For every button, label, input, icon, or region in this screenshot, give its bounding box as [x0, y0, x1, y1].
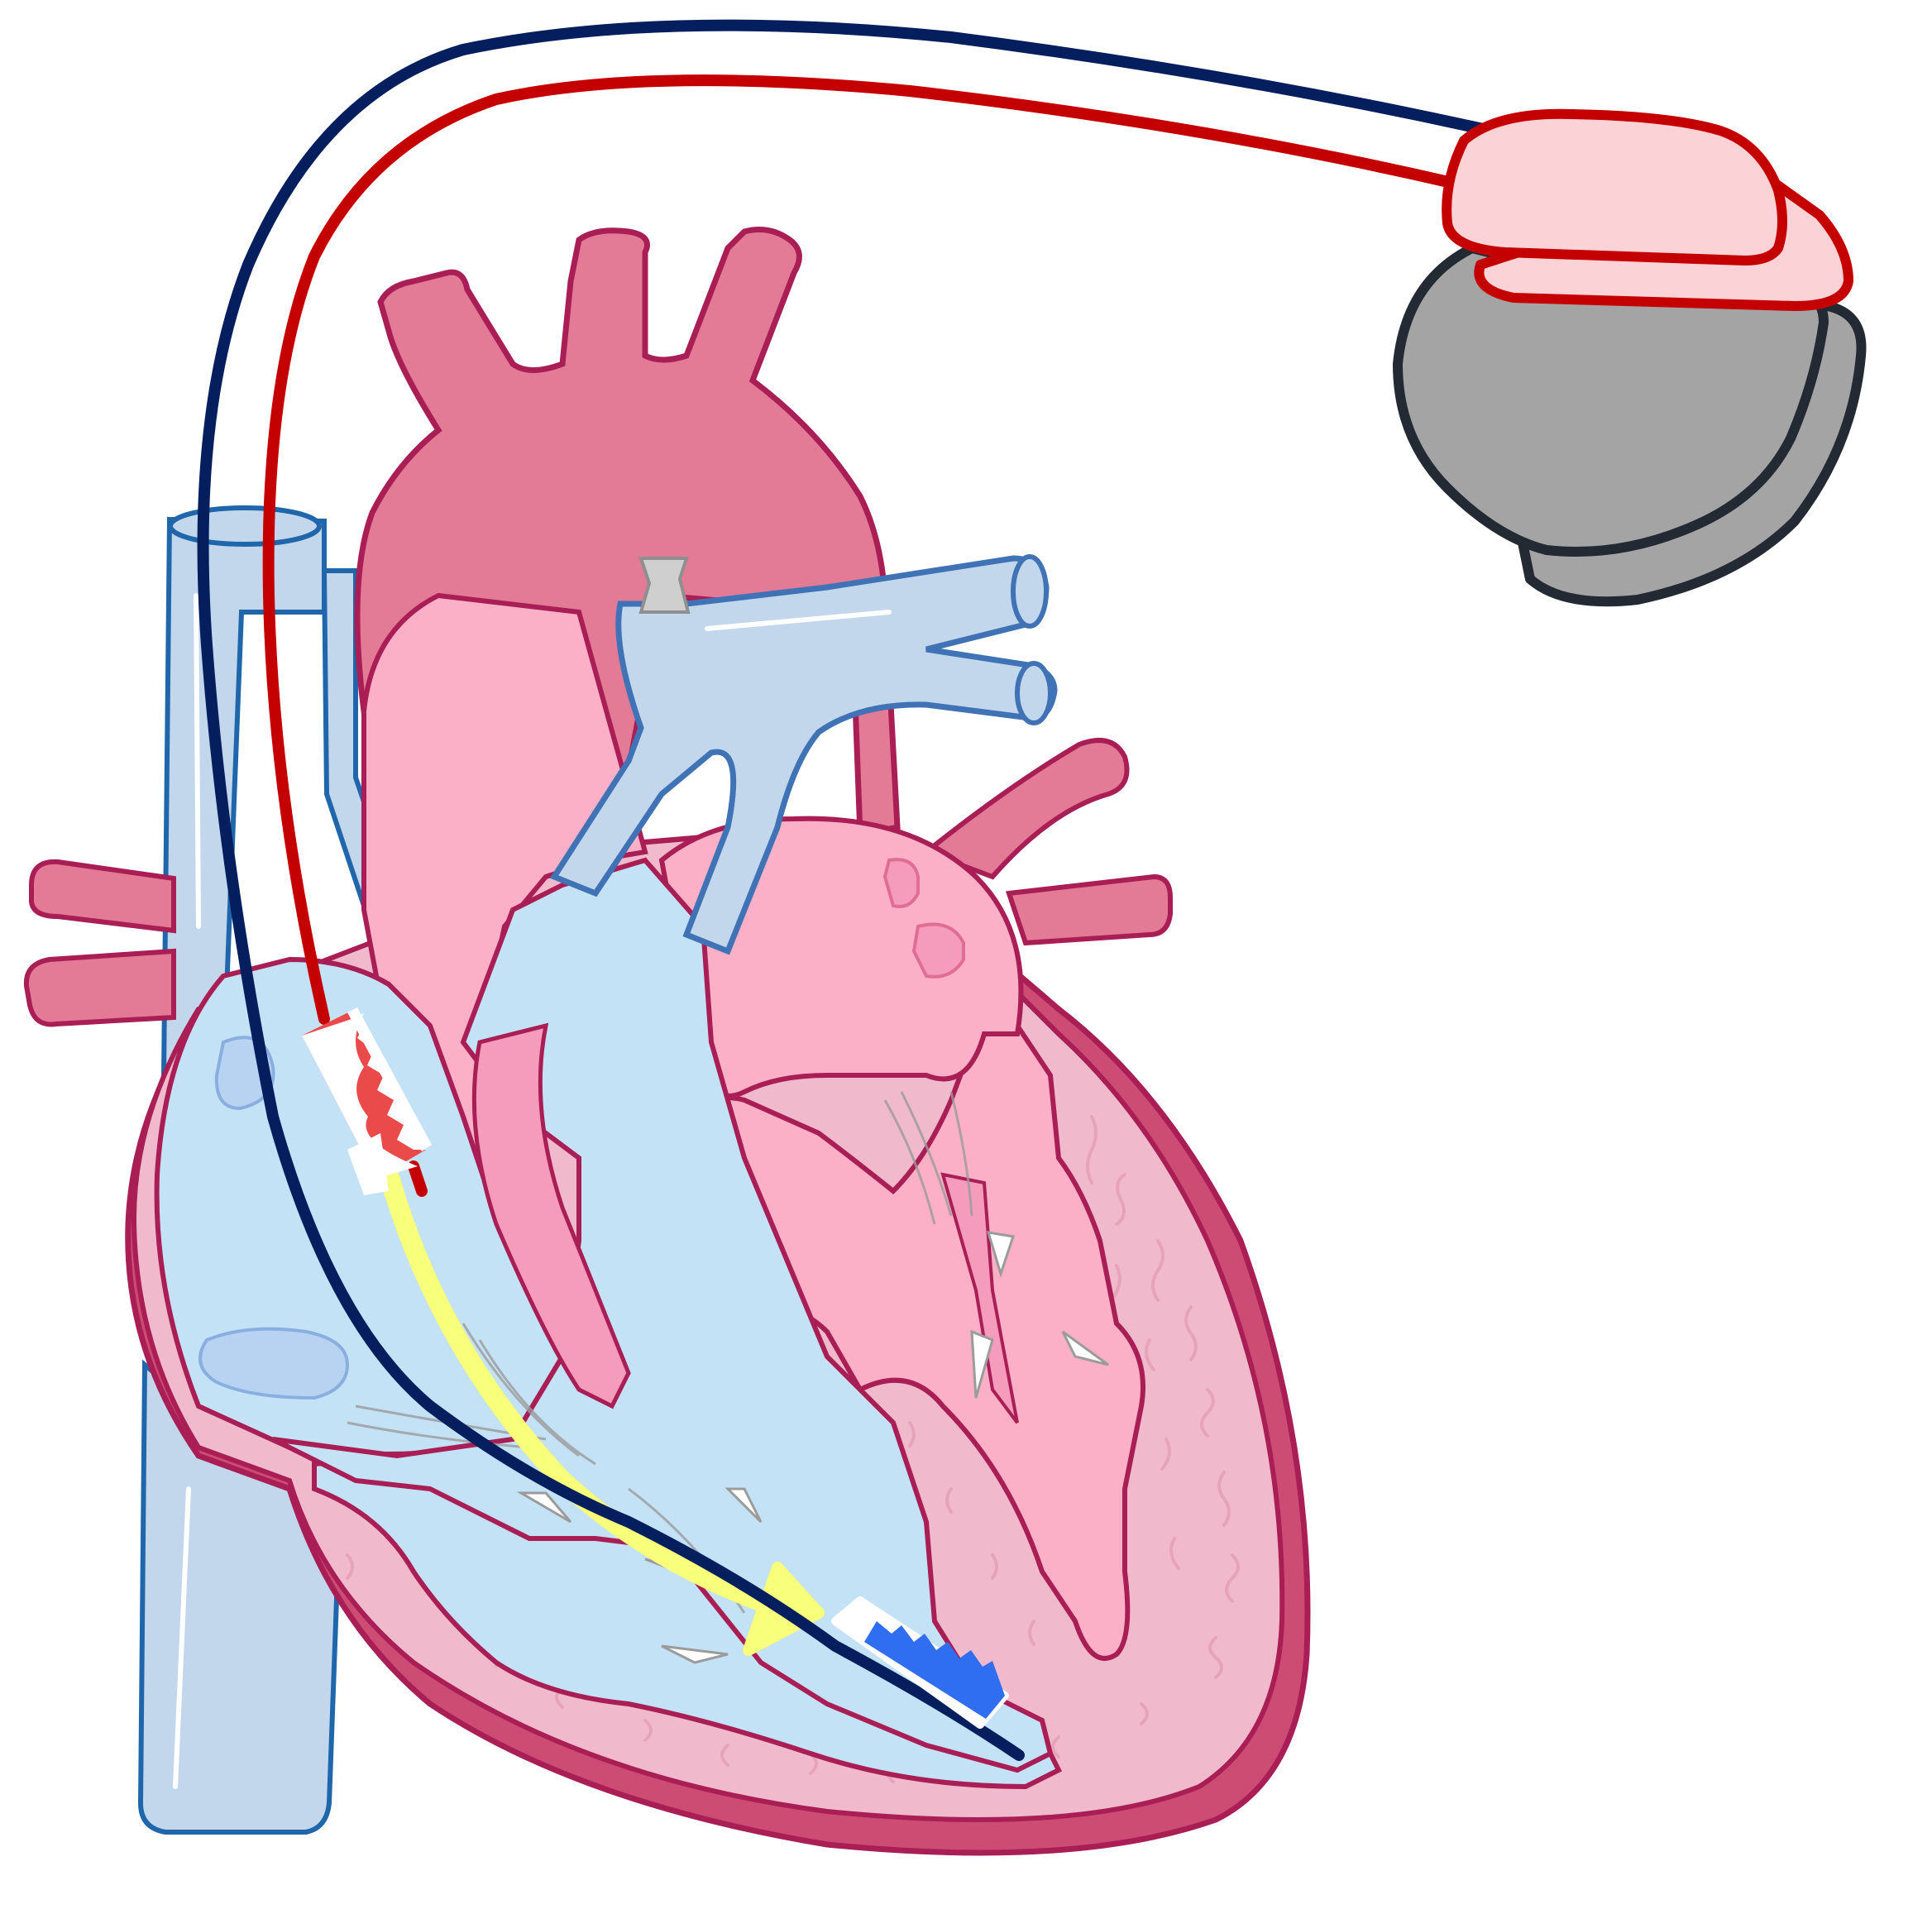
- pulmonary-artery-branch-lower: [1015, 661, 1053, 725]
- heart: [125, 592, 1311, 1856]
- mitral-leaflet-2: [970, 1329, 994, 1399]
- ventricular-electrode: [831, 1596, 1009, 1729]
- ventricular-lead: [197, 19, 1511, 1761]
- pulmonary-vein-left-upper: [921, 738, 1130, 880]
- svc-highlight: [194, 593, 201, 929]
- pulmonary-vein-left-lower: [1005, 873, 1173, 946]
- pulmonary-veins-right: [23, 859, 176, 1027]
- left-ventricle: [642, 1022, 1145, 1661]
- leads: [197, 19, 1511, 1761]
- fossa-ovalis: [198, 1327, 350, 1400]
- pulmonary-veins-left: [921, 738, 1173, 946]
- ventricular-electrode-blue: [864, 1621, 1005, 1719]
- tricuspid-leaflet-1: [516, 1491, 572, 1524]
- interventricular-septum: [471, 1022, 631, 1409]
- pulmonary-vein-right-upper: [29, 859, 176, 934]
- left-atrium-appendage-1: [882, 858, 920, 908]
- left-atrium-appendage-2: [911, 922, 965, 979]
- conduction-arrow-shaft: [372, 1140, 804, 1623]
- pulmonary-vein-right-lower: [23, 948, 176, 1027]
- left-ventricle-papillary: [940, 1172, 1019, 1424]
- pacemaker-can-front: [1393, 243, 1829, 557]
- pulmonary-artery-highlight: [705, 610, 892, 631]
- pacemaker: [1393, 108, 1867, 607]
- tricuspid-leaflet-4: [724, 1487, 763, 1524]
- mitral-chordae: [883, 1091, 973, 1225]
- tricuspid-leaflet-3: [661, 1644, 729, 1664]
- pacemaker-header-front: [1442, 108, 1787, 266]
- atrial-lead-tip: [408, 1160, 428, 1197]
- mitral-leaflet-3: [1061, 1330, 1109, 1366]
- atrial-electrode-white: [302, 1007, 432, 1179]
- atrial-electrode: [302, 1007, 432, 1195]
- pulmonary-artery: [549, 554, 1058, 955]
- ligamentum-arteriosum: [638, 557, 691, 614]
- pulmonary-artery-branch-upper: [1011, 554, 1049, 629]
- inferior-vena-cava: [137, 1359, 342, 1835]
- superior-vena-cava-opening: [168, 505, 322, 547]
- atrial-electrode-base: [347, 1133, 389, 1195]
- ivc-highlight: [173, 1486, 191, 1789]
- atrial-lead: [262, 74, 1461, 1025]
- mitral-leaflet-1: [986, 1231, 1015, 1278]
- atrial-electrode-serration: [351, 1011, 426, 1150]
